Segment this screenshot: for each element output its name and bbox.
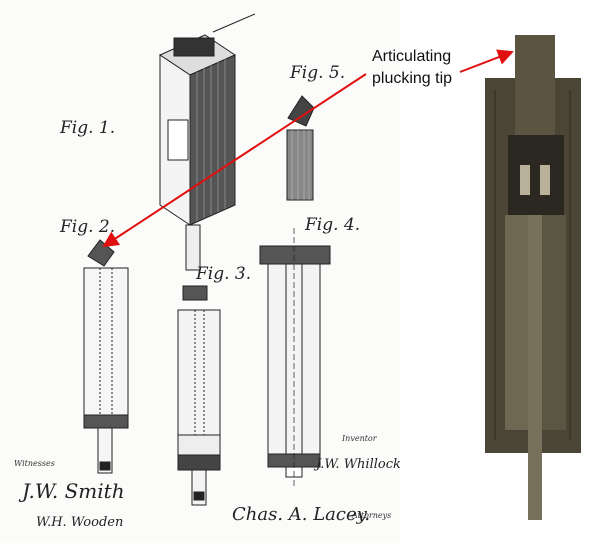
inventor-signature: J.W. Whillock [313, 457, 400, 472]
witness-caption: Witnesses [14, 459, 55, 468]
patent-drawing: Fig. 1. Fig. 2. Fig. 3. Fig. 4. Fig. 5. … [14, 13, 400, 530]
annotation-line-1: Articulating [372, 48, 452, 65]
fig-4-jack [259, 228, 331, 488]
fig-1-label: Fig. 1. [59, 118, 115, 138]
fig-4-label: Fig. 4. [304, 215, 360, 235]
attorneys-caption: Attorneys [351, 511, 391, 520]
fig-2-label: Fig. 2. [59, 217, 115, 237]
witness-signature-2: W.H. Wooden [36, 515, 123, 530]
fig-2-jack [83, 239, 129, 474]
jack-photograph [470, 0, 616, 543]
inventor-caption: Inventor [341, 434, 378, 443]
fig-5-label: Fig. 5. [289, 63, 345, 83]
fig-3-jack [177, 285, 221, 506]
fig-3-label: Fig. 3. [195, 264, 251, 284]
annotation-line-2: plucking tip [372, 70, 453, 87]
annotation-label: Articulating plucking tip [372, 46, 502, 90]
witness-signature-1: J.W. Smith [18, 479, 125, 503]
attorney-signature: Chas. A. Lacey. [232, 504, 370, 525]
